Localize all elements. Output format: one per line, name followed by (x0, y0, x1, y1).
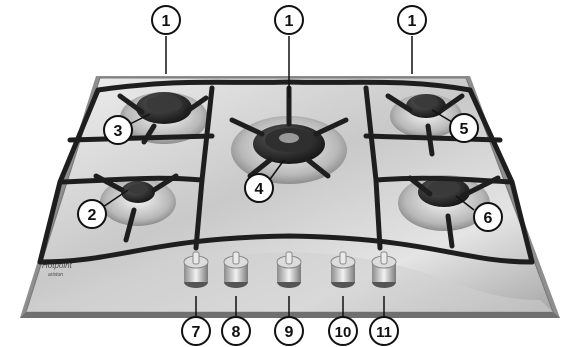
knob-2[interactable] (224, 252, 248, 288)
knob-4[interactable] (331, 252, 355, 288)
callout-1-rear-right: 1 (398, 6, 426, 34)
callout-2: 2 (78, 200, 106, 228)
svg-text:7: 7 (192, 324, 201, 341)
burner-rear-left[interactable] (136, 92, 192, 124)
callout-1-rear-left: 1 (152, 6, 180, 34)
callout-7: 7 (182, 317, 210, 345)
svg-text:1: 1 (285, 13, 294, 30)
svg-text:9: 9 (285, 324, 294, 341)
callout-10: 10 (329, 317, 357, 345)
callout-4: 4 (245, 174, 273, 202)
svg-text:5: 5 (460, 121, 469, 138)
knob-5[interactable] (372, 252, 396, 288)
svg-text:4: 4 (255, 181, 264, 198)
callout-1-centre: 1 (275, 6, 303, 34)
svg-text:1: 1 (408, 13, 417, 30)
svg-text:ariston: ariston (48, 272, 63, 278)
svg-text:8: 8 (232, 324, 241, 341)
callout-6: 6 (474, 203, 502, 231)
svg-text:1: 1 (162, 13, 171, 30)
callout-9: 9 (275, 317, 303, 345)
callout-11: 11 (370, 317, 398, 345)
knob-1[interactable] (184, 252, 208, 288)
callout-3: 3 (104, 116, 132, 144)
svg-text:10: 10 (335, 324, 352, 341)
callout-5: 5 (450, 114, 478, 142)
svg-text:2: 2 (88, 207, 97, 224)
burner-centre-triple-ring[interactable] (253, 124, 325, 164)
svg-text:3: 3 (114, 123, 123, 140)
callout-8: 8 (222, 317, 250, 345)
svg-text:11: 11 (376, 324, 392, 341)
svg-text:6: 6 (484, 210, 493, 227)
knob-3[interactable] (277, 252, 301, 288)
